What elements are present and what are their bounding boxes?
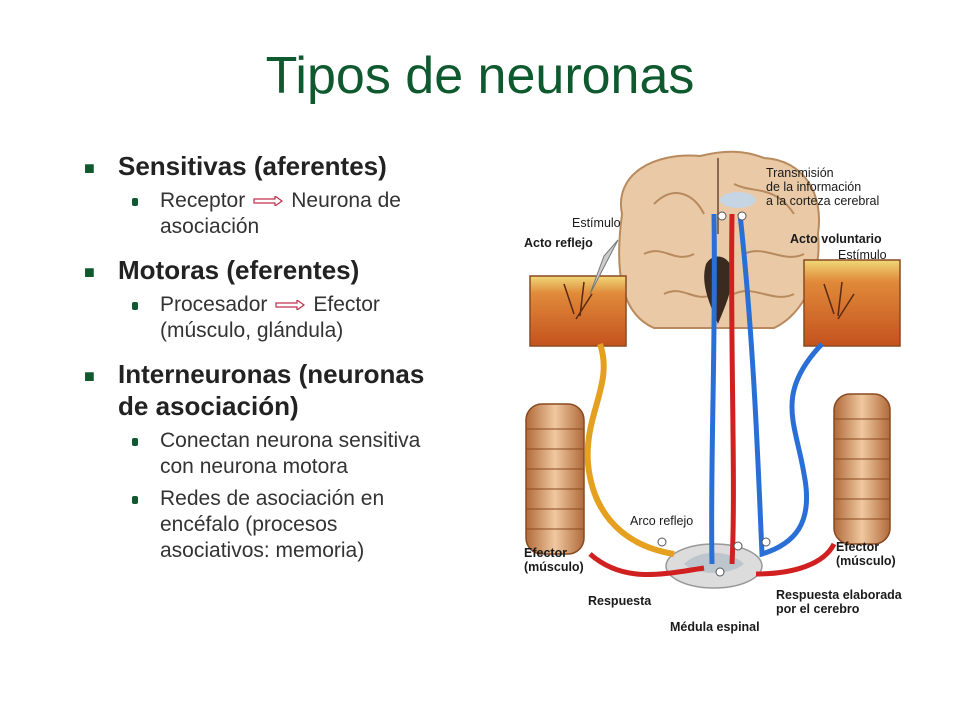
list-item: Redes de asociación en encéfalo (proceso…	[84, 486, 504, 564]
section-heading: Interneuronas (neuronas	[118, 359, 425, 389]
item-continuation: asociación	[160, 215, 260, 238]
bullet-list: ■ Sensitivas (aferentes) Receptor Neurona…	[84, 150, 504, 564]
bullet-dot-icon	[132, 438, 138, 446]
slide-title: Tipos de neuronas	[265, 47, 695, 105]
label-acto-reflejo: Acto reflejo	[524, 236, 593, 250]
arrow-right-icon	[275, 300, 306, 311]
square-bullet-icon: ■	[84, 366, 95, 386]
label-medula-espinal: Médula espinal	[670, 620, 760, 634]
reflex-arc-diagram: Transmisión de la información a la corte…	[504, 144, 920, 650]
square-bullet-icon: ■	[84, 262, 95, 282]
item-line: Conectan neurona sensitiva	[160, 429, 421, 452]
section-heading: Sensitivas (aferentes)	[118, 151, 387, 181]
label-transmision: Transmisión de la información a la corte…	[766, 166, 880, 208]
reflex-arc-illustration	[525, 150, 901, 589]
section-heading-cont: de asociación)	[118, 391, 299, 421]
bullet-dot-icon	[132, 198, 138, 206]
list-item: Procesador Efector (músculo, glándula)	[84, 292, 504, 344]
item-line: asociativos: memoria)	[160, 539, 365, 562]
item-from: Receptor	[160, 189, 246, 212]
label-respuesta: Respuesta	[588, 594, 652, 608]
item-to: Efector	[313, 293, 380, 316]
label-efector-right: Efector (músculo)	[836, 540, 896, 568]
arrow-right-icon	[253, 196, 284, 207]
label-acto-voluntario: Acto voluntario	[790, 232, 882, 246]
item-to: Neurona de	[291, 189, 401, 212]
label-efector-left: Efector (músculo)	[524, 546, 584, 574]
section-motoras: ■ Motoras (eferentes)	[84, 254, 504, 286]
item-line: Redes de asociación en	[160, 487, 385, 510]
item-continuation: (músculo, glándula)	[160, 319, 344, 342]
item-line: con neurona motora	[160, 455, 348, 478]
label-estimulo-left: Estímulo	[572, 216, 621, 230]
list-item: Conectan neurona sensitiva con neurona m…	[84, 428, 504, 480]
label-estimulo-right: Estímulo	[838, 248, 887, 262]
square-bullet-icon: ■	[84, 158, 95, 178]
item-line: encéfalo (procesos	[160, 513, 338, 536]
bullet-dot-icon	[132, 302, 138, 310]
item-from: Procesador	[160, 293, 268, 316]
bullet-dot-icon	[132, 496, 138, 504]
section-sensitivas: ■ Sensitivas (aferentes)	[84, 150, 504, 182]
list-item: Receptor Neurona de asociación	[84, 188, 504, 240]
label-respuesta-elaborada: Respuesta elaborada por el cerebro	[776, 588, 902, 616]
section-heading: Motoras (eferentes)	[118, 255, 360, 285]
label-arco-reflejo: Arco reflejo	[630, 514, 694, 528]
brain-illustration	[618, 150, 820, 329]
section-interneuronas: ■ Interneuronas (neuronas de asociación)	[84, 358, 504, 422]
